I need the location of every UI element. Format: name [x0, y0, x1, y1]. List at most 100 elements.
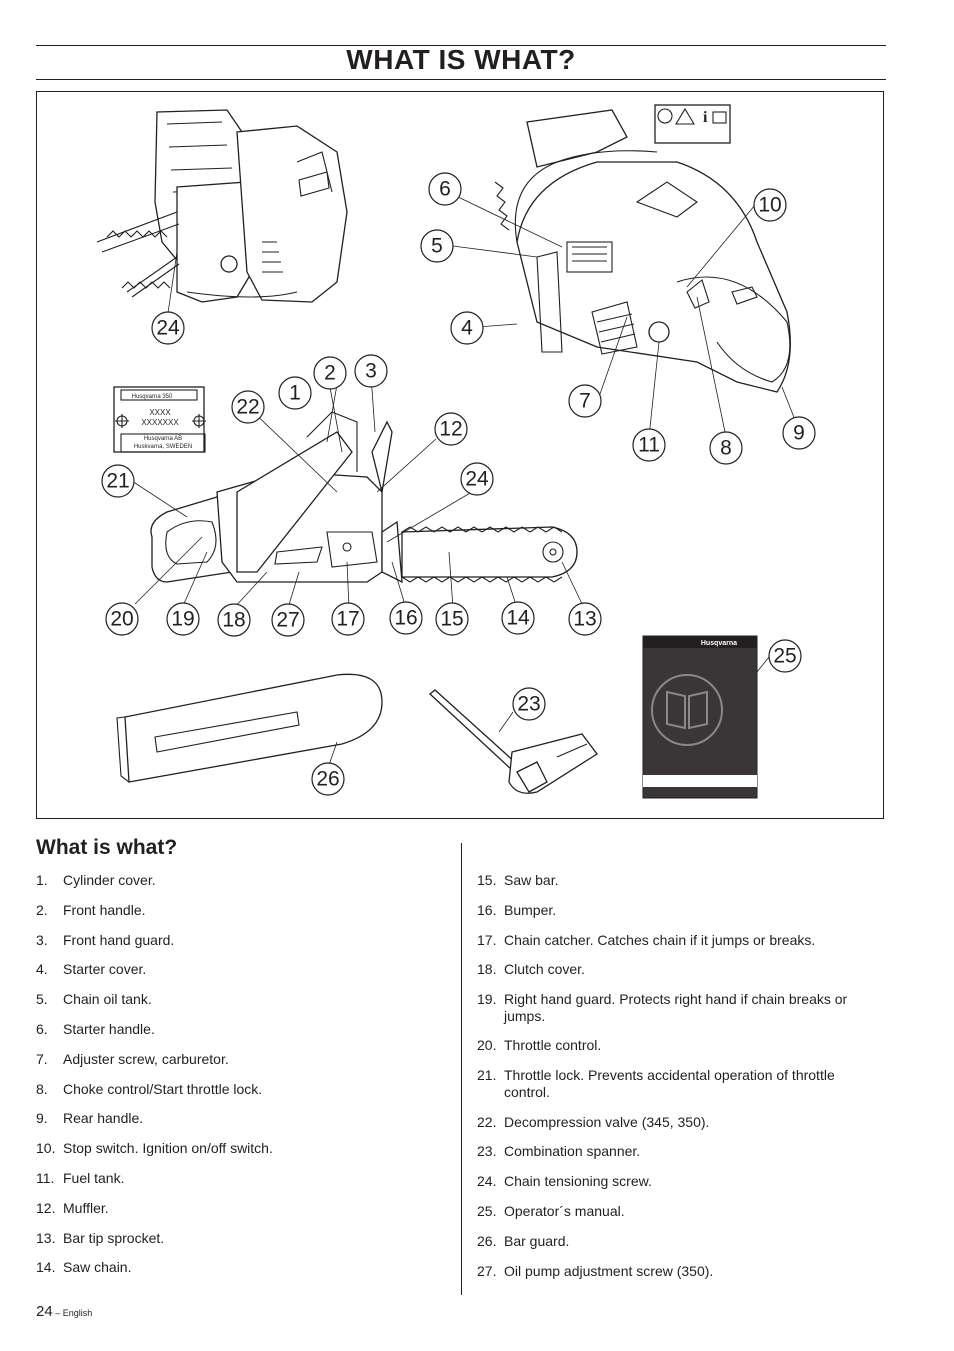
item-number: 25.	[477, 1202, 497, 1219]
item-number: 15.	[477, 872, 497, 888]
item-text: Fuel tank.	[63, 1169, 125, 1186]
item-text: Muffler.	[63, 1199, 109, 1216]
item-text: Saw bar.	[504, 872, 559, 888]
item-number: 13.	[36, 1229, 56, 1246]
list-item: 8. Choke control/Start throttle lock.	[36, 1081, 446, 1098]
list-item: 7.Adjuster screw, carburetor.	[36, 1051, 446, 1068]
plate-model: Husqvarna 350	[132, 394, 173, 400]
plate-line2: XXXXXXX	[141, 418, 179, 427]
item-number: 23.	[477, 1143, 497, 1160]
item-number: 19.	[477, 991, 497, 1008]
item-text: Oil pump adjustment screw (350).	[504, 1262, 714, 1279]
list-item: 3.Front hand guard.	[36, 932, 446, 949]
svg-text:6: 6	[439, 178, 451, 201]
item-number: 17.	[477, 931, 497, 948]
item-text: Saw chain.	[63, 1259, 132, 1276]
item-text: Starter cover.	[63, 961, 147, 978]
svg-text:22: 22	[236, 396, 259, 419]
item-number: 11.	[36, 1169, 55, 1186]
item-text: Clutch cover.	[504, 961, 585, 978]
svg-text:11: 11	[638, 434, 660, 457]
svg-text:19: 19	[171, 608, 194, 631]
list-item: 18. Clutch cover.	[477, 961, 877, 978]
callout-8: 8	[709, 431, 743, 465]
plate-maker: Husqvarna AB	[144, 436, 182, 442]
item-text: Operator´s manual.	[504, 1202, 625, 1219]
item-text: Bumper.	[504, 901, 557, 918]
parts-list-right: 15.Saw bar.16.Bumper.17.Chain catcher. C…	[477, 872, 877, 1292]
item-number: 21.	[477, 1067, 497, 1084]
item-number: 18.	[477, 961, 497, 978]
item-text: Stop switch. Ignition on/off switch.	[63, 1140, 273, 1157]
item-number: 3.	[36, 931, 48, 948]
item-text: Combination spanner.	[504, 1143, 641, 1160]
list-item: 27. Oil pump adjustment screw (350).	[477, 1263, 877, 1280]
svg-text:10: 10	[758, 194, 781, 217]
title-underline	[36, 79, 886, 80]
item-number: 4.	[36, 961, 48, 978]
svg-text:23: 23	[517, 693, 540, 716]
list-item: 19.Right hand guard. Protects right hand…	[477, 991, 877, 1024]
item-number: 16.	[477, 901, 497, 918]
list-item: 14. Saw chain.	[36, 1259, 446, 1276]
parts-list-left: 1.Cylinder cover. 2. Front handle. 3.Front …	[36, 872, 446, 1289]
list-item: 23. Combination spanner.	[477, 1143, 877, 1160]
callout-26: 26	[311, 762, 345, 796]
combination-spanner-drawing	[429, 689, 598, 794]
item-text: Decompression valve (345, 350).	[504, 1113, 710, 1130]
callout-14: 14	[501, 601, 535, 635]
callout-10: 10	[753, 188, 787, 222]
svg-text:7: 7	[579, 390, 591, 413]
item-number: 20.	[477, 1037, 497, 1054]
item-text: Rear handle.	[63, 1110, 144, 1127]
list-item: 21.Throttle lock. Prevents accidental op…	[477, 1067, 877, 1100]
callout-20: 20	[105, 602, 139, 636]
list-item: 16. Bumper.	[477, 902, 877, 919]
item-text: Choke control/Start throttle lock.	[63, 1080, 263, 1097]
item-text: Chain tensioning screw.	[504, 1173, 652, 1190]
item-text: Bar tip sprocket.	[63, 1229, 165, 1246]
svg-text:16: 16	[394, 607, 417, 630]
item-number: 22.	[477, 1113, 497, 1130]
footer-language: – English	[52, 1308, 93, 1318]
item-number: 6.	[36, 1020, 48, 1037]
item-number: 27.	[477, 1262, 497, 1279]
page-number: 24	[36, 1303, 53, 1320]
item-number: 7.	[36, 1050, 48, 1067]
callout-3: 3	[354, 354, 388, 388]
item-number: 2.	[36, 901, 48, 918]
item-text: Bar guard.	[504, 1232, 570, 1249]
item-number: 1.	[36, 872, 48, 888]
callout-23: 23	[512, 687, 546, 721]
callout-5: 5	[420, 229, 454, 263]
item-number: 12.	[36, 1199, 56, 1216]
callout-24-top: 24	[151, 311, 185, 345]
item-text: Front handle.	[63, 901, 146, 918]
svg-text:18: 18	[222, 609, 245, 632]
svg-text:5: 5	[431, 235, 443, 258]
callout-1: 1	[278, 376, 312, 410]
saw-rear-view	[96, 109, 348, 303]
callout-13: 13	[568, 602, 602, 636]
item-number: 14.	[36, 1259, 56, 1276]
callout-4: 4	[450, 311, 484, 345]
list-item: 1.Cylinder cover.	[36, 872, 446, 889]
operator-manual-drawing: Husqvarna	[642, 635, 758, 799]
list-item: 11. Fuel tank.	[36, 1170, 446, 1187]
callout-21: 21	[101, 464, 135, 498]
saw-side-view: i	[494, 104, 791, 393]
svg-text:15: 15	[440, 608, 463, 631]
svg-text:17: 17	[336, 608, 359, 631]
parts-diagram: i Husqvarna 350 XXXX XXXXXXX Husqvarna A…	[36, 91, 884, 819]
svg-text:13: 13	[573, 608, 596, 631]
list-item: 10.Stop switch. Ignition on/off switch.	[36, 1140, 446, 1157]
item-text: Starter handle.	[63, 1020, 155, 1037]
svg-text:8: 8	[720, 437, 732, 460]
column-divider	[461, 843, 462, 1295]
list-item: 26.Bar guard.	[477, 1233, 877, 1250]
list-item: 15. Saw bar.	[477, 872, 877, 889]
list-item: 22. Decompression valve (345, 350).	[477, 1114, 877, 1131]
svg-text:24: 24	[465, 468, 489, 491]
svg-text:26: 26	[316, 768, 339, 791]
item-number: 8.	[36, 1080, 48, 1097]
